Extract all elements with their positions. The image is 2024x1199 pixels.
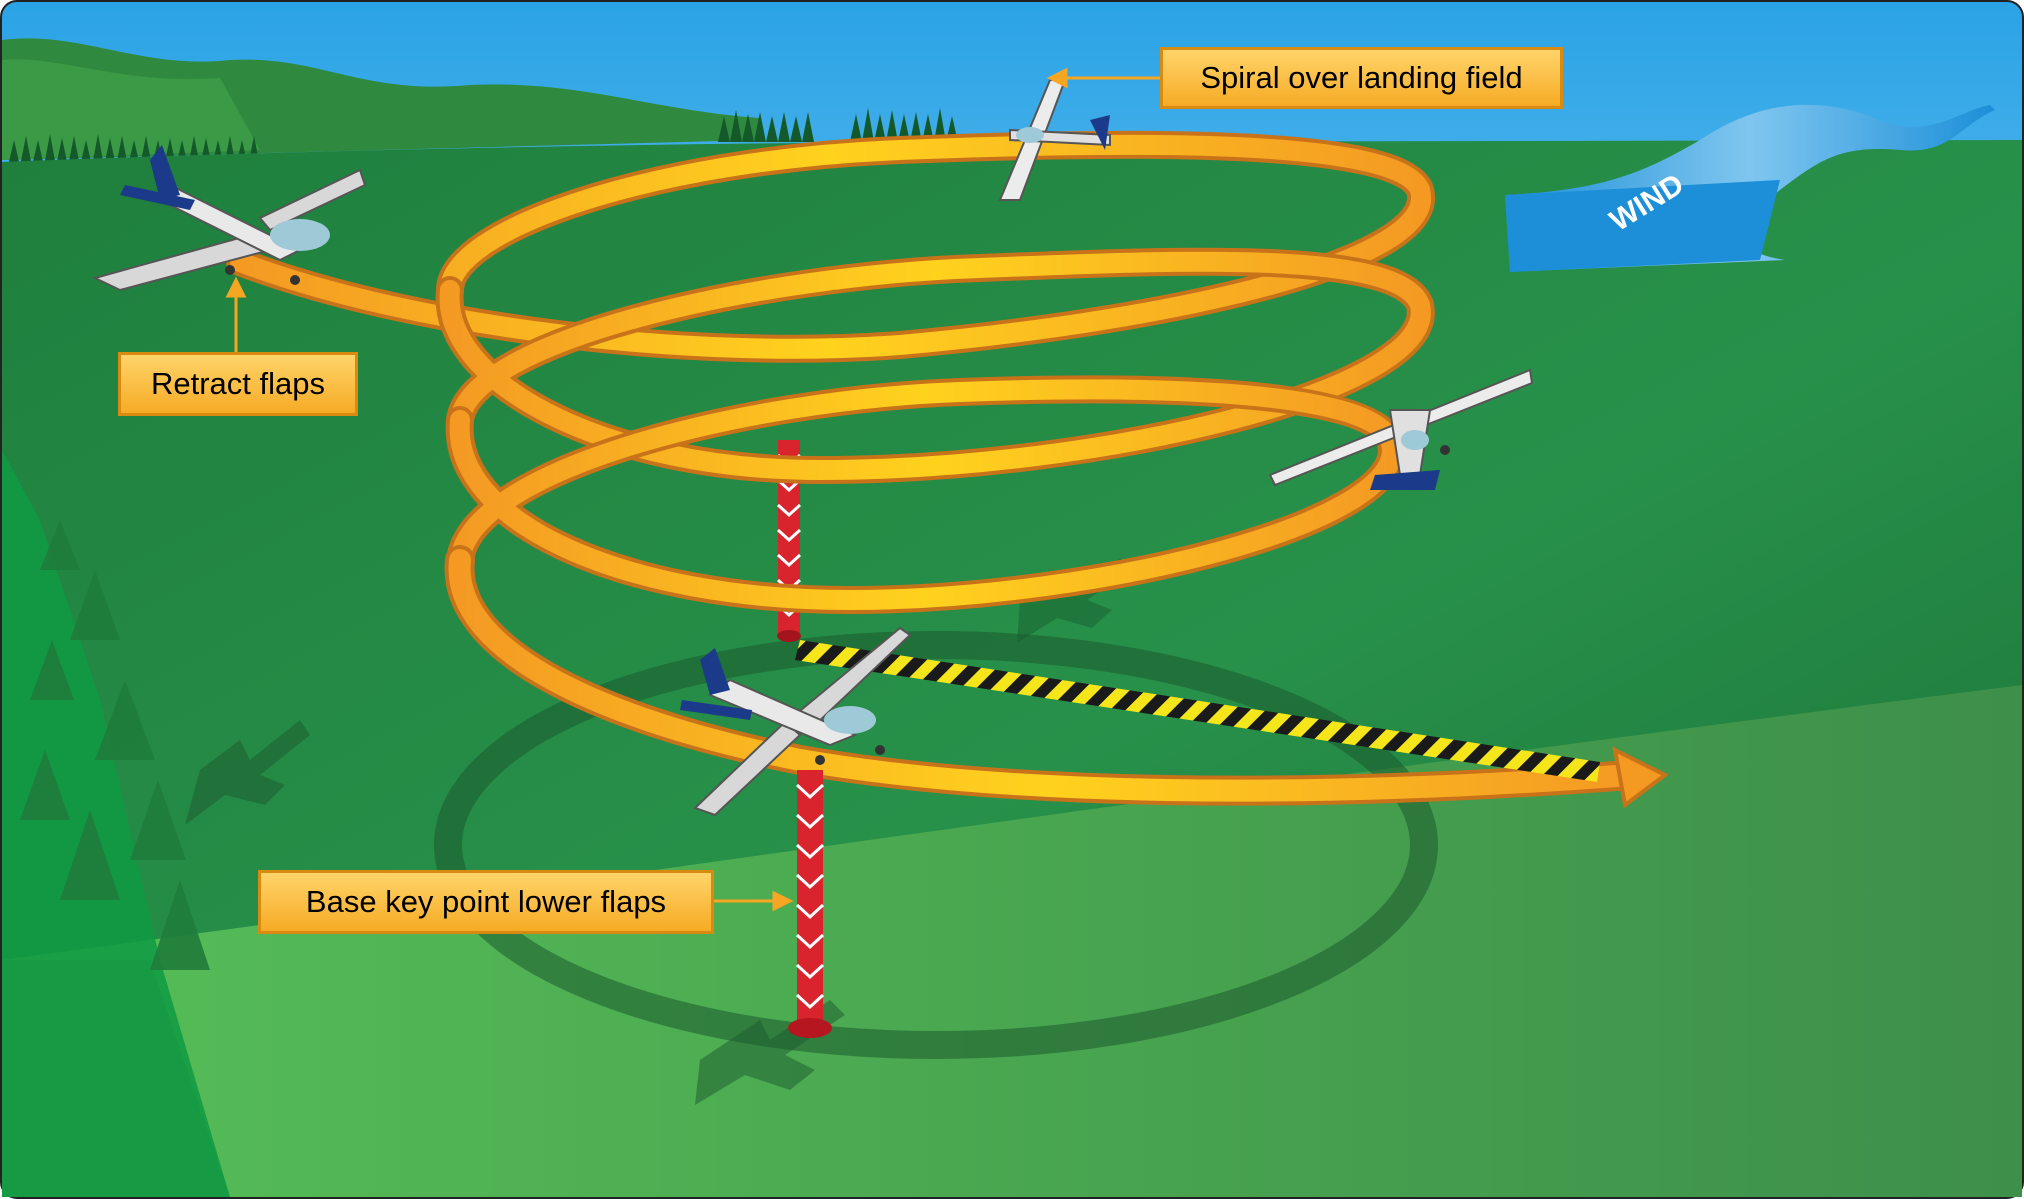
key-point-marker-lower [788, 770, 832, 1038]
label-retract-flaps: Retract flaps [118, 352, 358, 416]
wind-flag-icon: WIND [1505, 104, 1995, 272]
airplane-icon [92, 145, 367, 292]
spiral-path [226, 130, 1645, 806]
label-base-key-point: Base key point lower flaps [258, 870, 714, 934]
airplane-icon [680, 626, 912, 817]
airplane-icon [1268, 368, 1534, 490]
airplane-icon [998, 79, 1111, 201]
approach-stripe [795, 640, 1600, 782]
final-approach-arrowhead [1612, 746, 1669, 809]
label-spiral-over-landing-field: Spiral over landing field [1160, 47, 1563, 109]
forest-left [20, 520, 210, 970]
